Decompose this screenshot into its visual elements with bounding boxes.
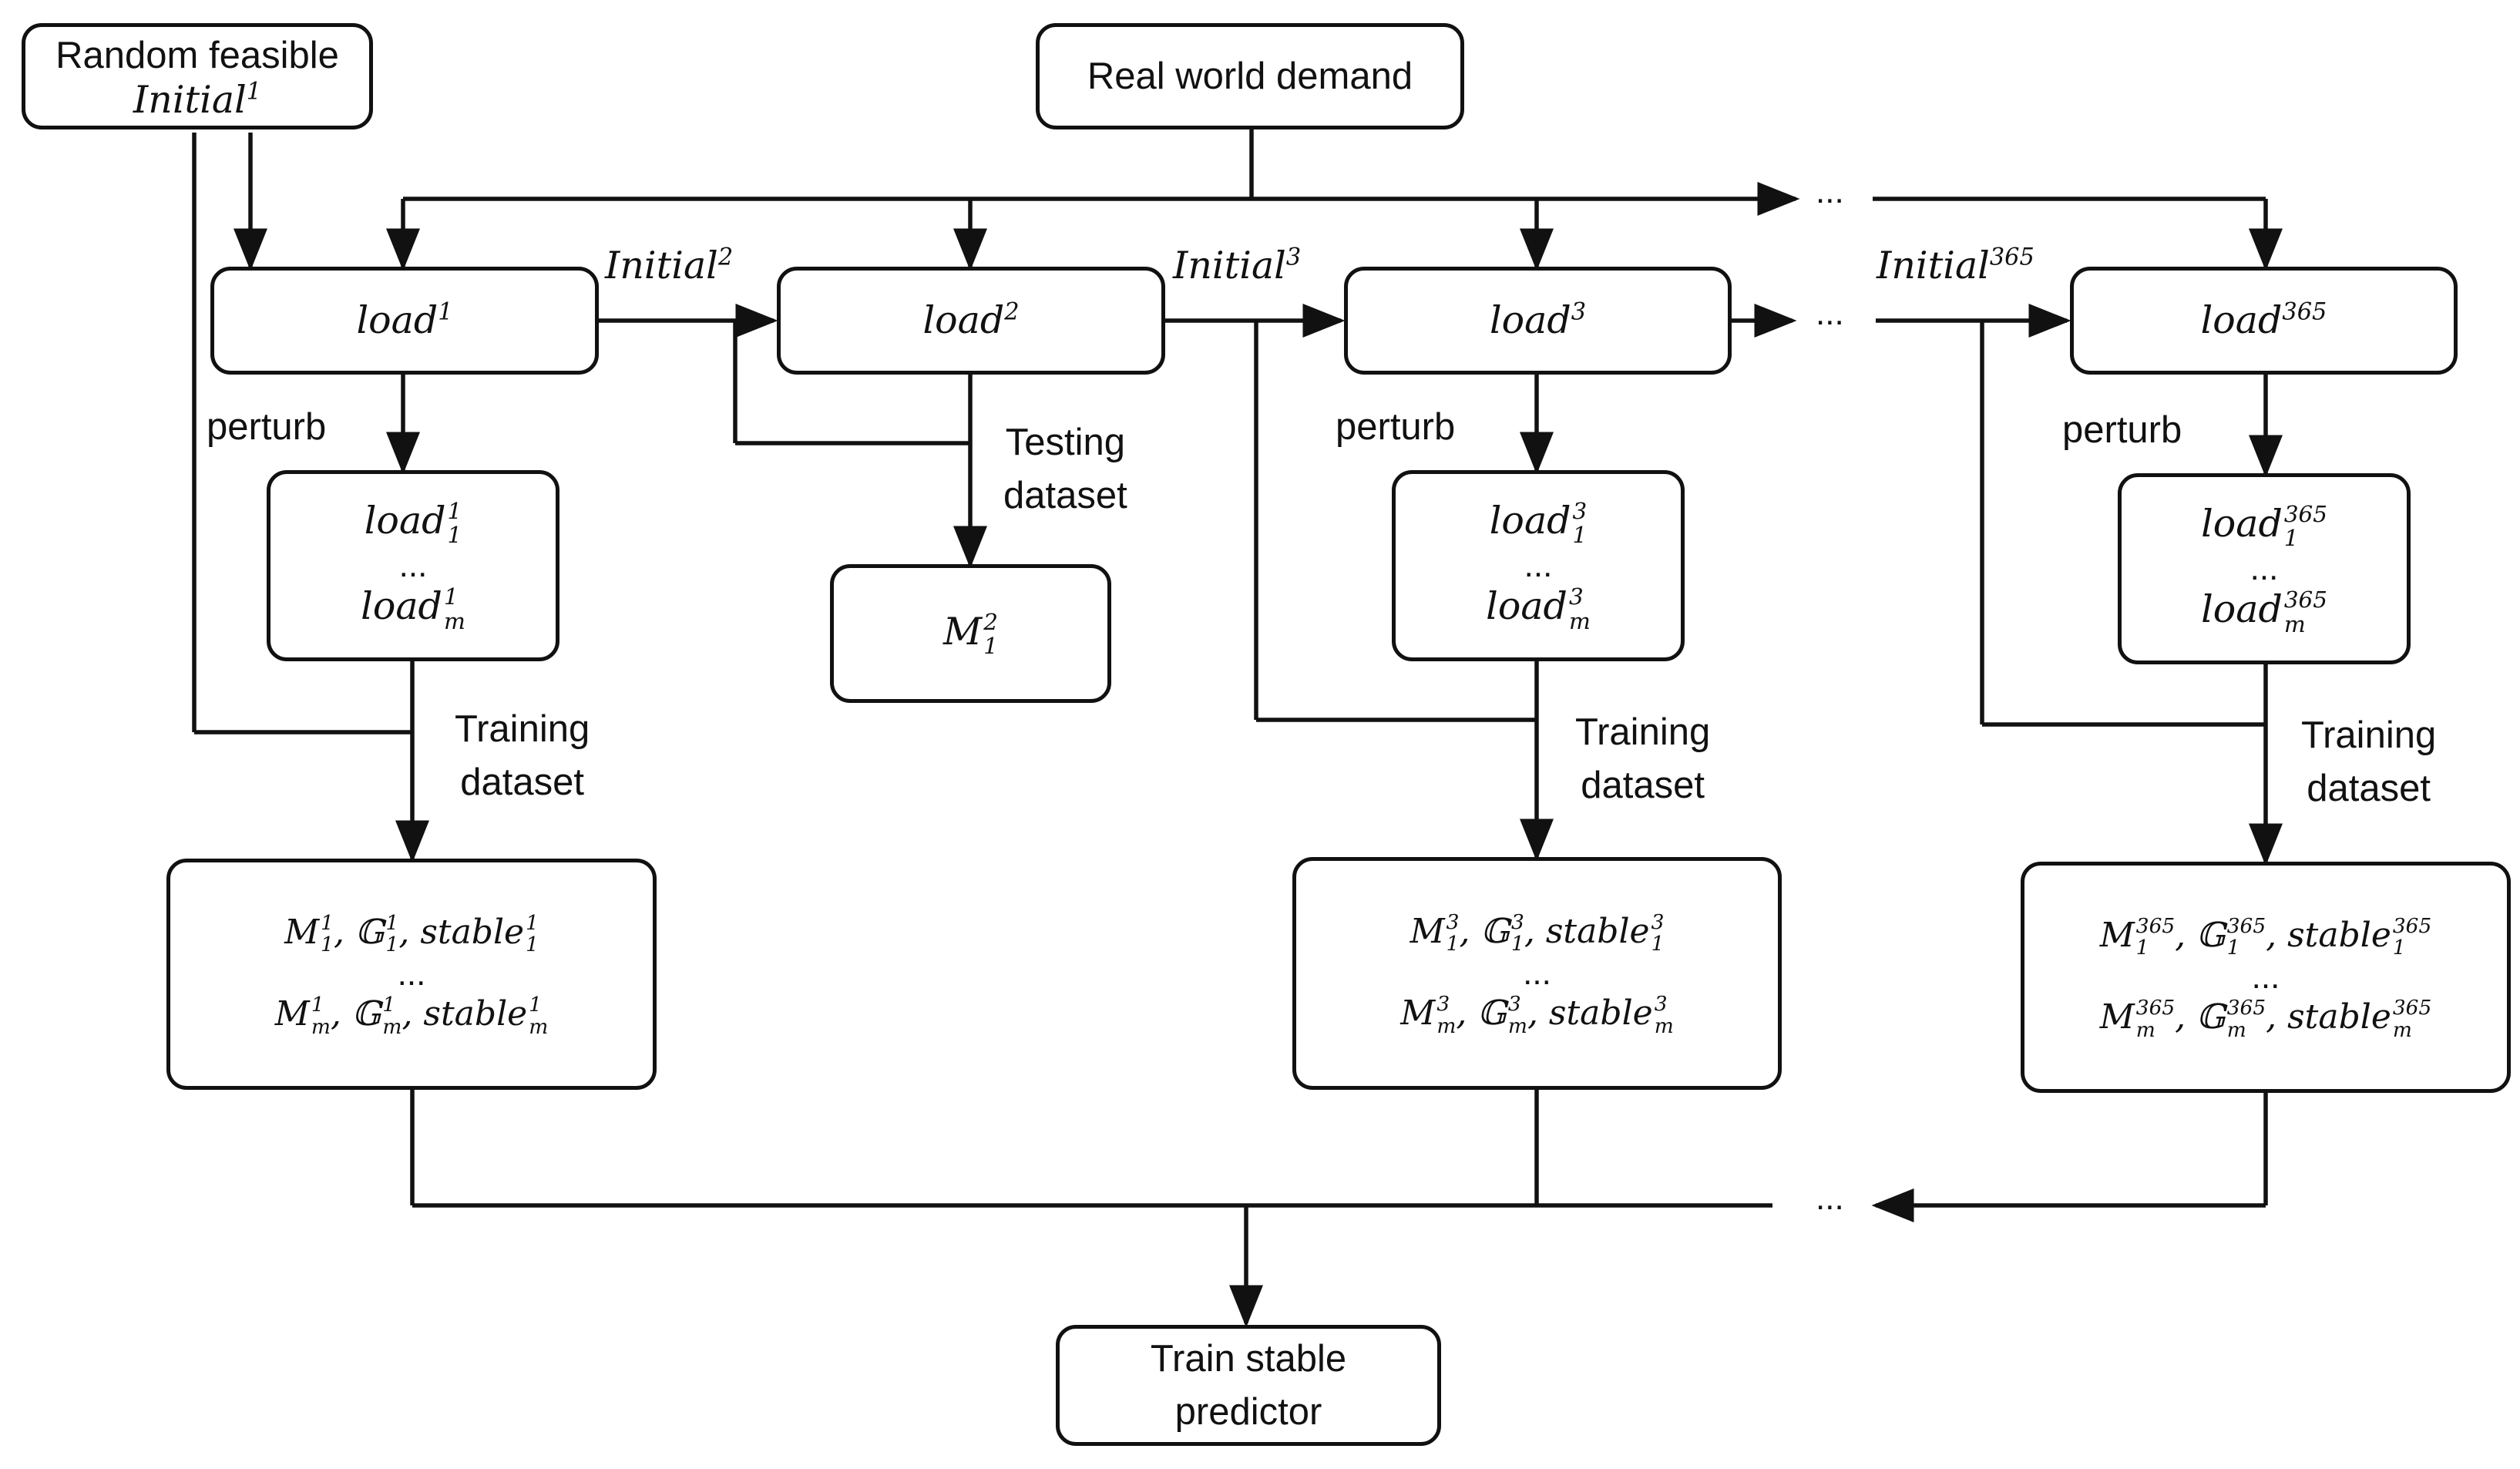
train-stable-predictor-box: Train stable predictor — [1056, 1325, 1441, 1446]
real-world-demand-box: Real world demand — [1036, 23, 1464, 129]
initial2-label: Initial2 — [605, 244, 734, 287]
random-feasible-label: Random feasible — [55, 35, 339, 77]
samples-ellipsis-3: ... — [1523, 953, 1551, 992]
samples-ellipsis-1: ... — [397, 954, 426, 993]
load365-box: load365 — [2070, 267, 2458, 375]
training-dataset-label-3: Training dataset — [1575, 711, 1711, 806]
perturbed-ellipsis-365: ... — [2250, 549, 2279, 587]
perturb365-label: perturb — [2062, 409, 2182, 451]
initial365-label: Initial365 — [1877, 244, 2034, 287]
load3-label: load3 — [1489, 297, 1587, 342]
initial3-label: Initial3 — [1173, 244, 1302, 287]
training-dataset-label-365: Training dataset — [2301, 714, 2437, 809]
samples-ellipsis-365: ... — [2251, 957, 2280, 996]
real-world-demand-label: Real world demand — [1087, 55, 1413, 97]
training-dataset-label-1: Training dataset — [455, 708, 590, 803]
perturbed-ellipsis-1: ... — [398, 546, 428, 584]
predictor-label: predictor — [1174, 1390, 1322, 1433]
perturbed-ellipsis-3: ... — [1524, 546, 1553, 584]
load2-label: load2 — [922, 297, 1020, 342]
load365-label: load365 — [2200, 297, 2327, 342]
load3-box: load3 — [1344, 267, 1732, 375]
initial1-label: Initial1 — [133, 77, 262, 122]
bottom-ellipsis: ... — [1816, 1179, 1844, 1217]
random-feasible-box: Random feasible Initial1 — [22, 23, 373, 129]
train-stable-label: Train stable — [1150, 1337, 1347, 1380]
perturb1-label: perturb — [207, 406, 327, 448]
chain-ellipsis: ... — [1816, 294, 1844, 332]
load1-box: load1 — [210, 267, 599, 375]
perturb3-label: perturb — [1336, 406, 1456, 448]
demand-ellipsis: ... — [1816, 173, 1844, 210]
testing-dataset-label: Testing dataset — [1003, 422, 1127, 516]
load2-box: load2 — [777, 267, 1165, 375]
load1-label: load1 — [356, 297, 453, 342]
